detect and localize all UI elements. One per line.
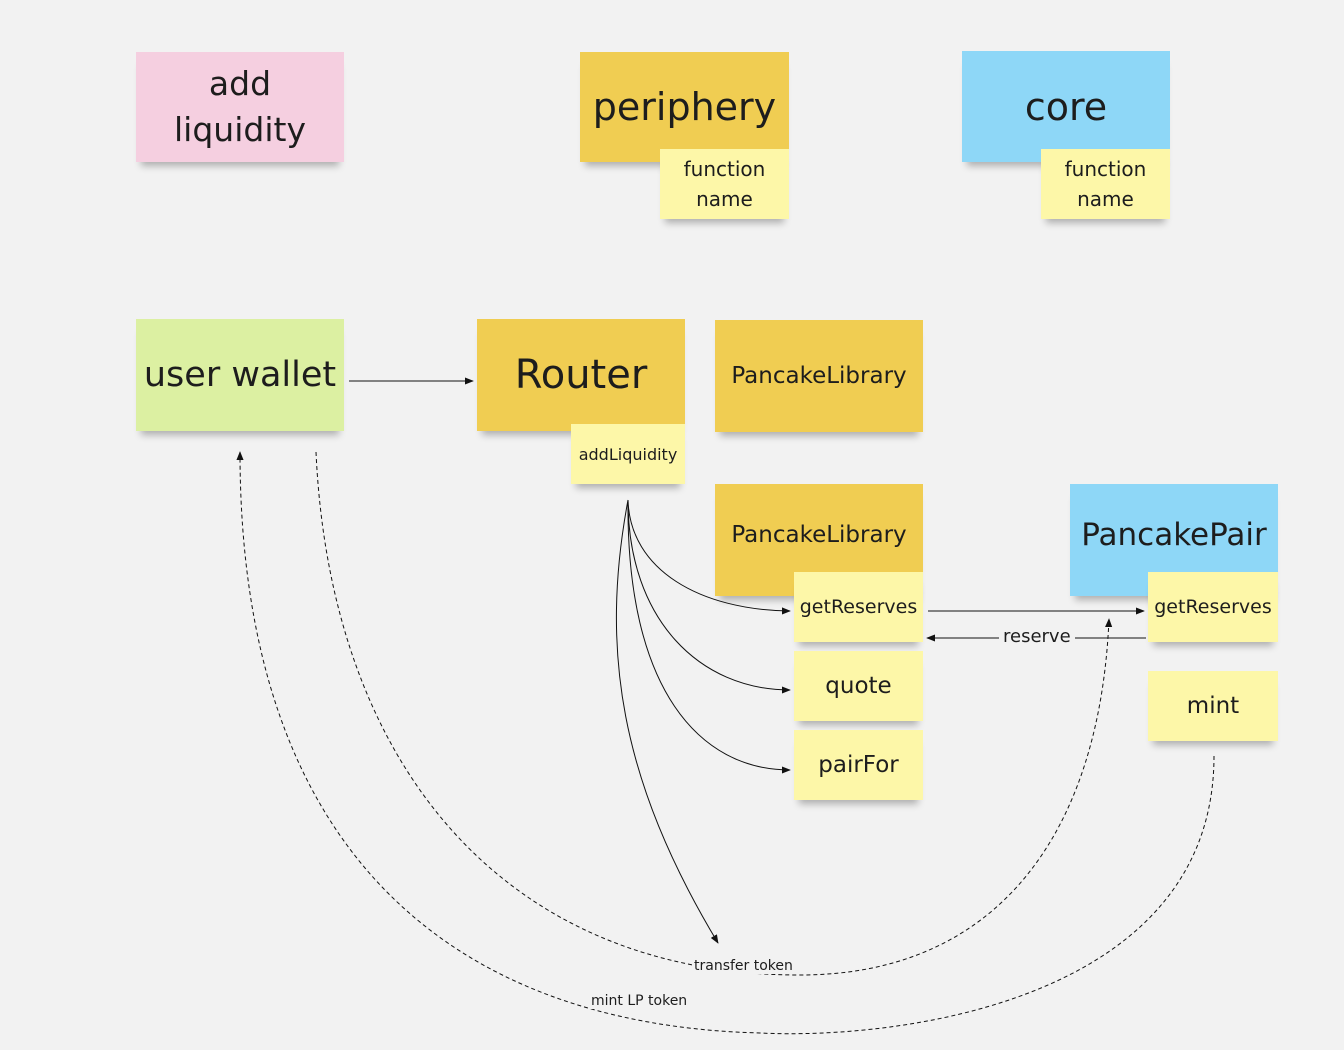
router-note[interactable]: Router <box>477 319 685 431</box>
legend-core-label: core <box>1024 84 1108 129</box>
legend-periphery-note[interactable]: periphery <box>580 52 789 162</box>
legend-periphery-label: periphery <box>592 85 777 129</box>
mint-label: mint <box>1186 693 1240 719</box>
legend-core-function-label: function name <box>1064 157 1147 211</box>
user-wallet-label: user wallet <box>143 355 337 395</box>
mint-note[interactable]: mint <box>1148 671 1278 741</box>
arrow-add-liquidity-to-transfer <box>615 499 719 944</box>
mint-lp-token-label: mint LP token <box>589 993 690 1009</box>
pair-get-reserves-label: getReserves <box>1154 596 1272 618</box>
user-wallet-note[interactable]: user wallet <box>136 319 344 431</box>
router-label: Router <box>514 352 648 398</box>
transfer-token-label: transfer token <box>692 958 795 974</box>
library-get-reserves-note[interactable]: getReserves <box>794 572 923 642</box>
pancake-library-top-note[interactable]: PancakeLibrary <box>715 320 923 432</box>
pair-for-label: pairFor <box>818 752 899 778</box>
quote-note[interactable]: quote <box>794 651 923 721</box>
reserve-label: reserve <box>999 626 1075 648</box>
add-liquidity-function-note[interactable]: addLiquidity <box>571 424 685 484</box>
add-liquidity-function-label: addLiquidity <box>578 444 678 464</box>
legend-periphery-function-note[interactable]: function name <box>660 149 789 219</box>
library-get-reserves-label: getReserves <box>799 596 918 618</box>
pancake-pair-label: PancakePair <box>1081 517 1267 553</box>
pancake-library-label: PancakeLibrary <box>731 522 907 548</box>
legend-add-liquidity-note[interactable]: add liquidity <box>136 52 344 162</box>
legend-core-function-note[interactable]: function name <box>1041 149 1170 219</box>
legend-add-liquidity-label: add liquidity <box>174 64 306 149</box>
pancake-library-top-label: PancakeLibrary <box>731 363 907 389</box>
pair-for-note[interactable]: pairFor <box>794 730 923 800</box>
legend-core-note[interactable]: core <box>962 51 1170 162</box>
dashed-transfer-token <box>315 451 1113 976</box>
quote-label: quote <box>825 673 892 699</box>
legend-periphery-function-label: function name <box>683 157 766 211</box>
pair-get-reserves-note[interactable]: getReserves <box>1148 572 1278 642</box>
